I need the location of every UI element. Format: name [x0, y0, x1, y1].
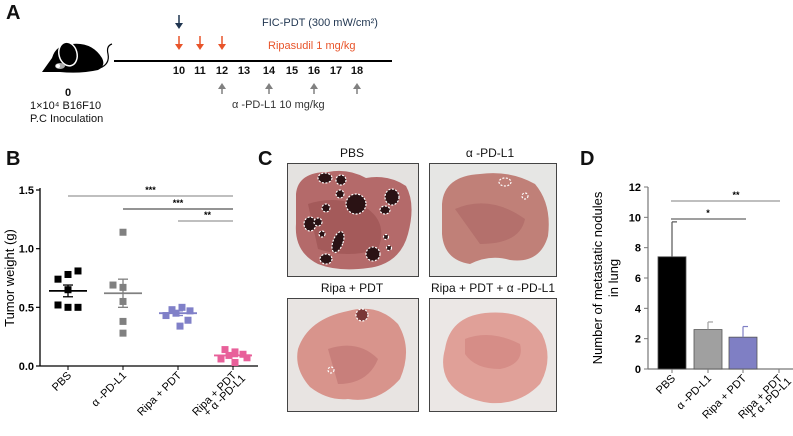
- significance-label: **: [204, 210, 212, 220]
- x-tick-label: PBS: [654, 373, 678, 397]
- x-tick-label: PBS: [50, 370, 74, 394]
- ripasudil-label: Ripasudil 1 mg/kg: [268, 40, 356, 52]
- ripasudil-arrow-icon: [218, 36, 226, 50]
- y-tick-label: 0: [635, 364, 641, 376]
- y-tick-label: 8: [635, 243, 641, 255]
- x-tick-label: Ripa + PDT: [135, 369, 184, 418]
- lung-photo-ripa-pdt: [287, 298, 419, 412]
- scatter-series: [159, 303, 197, 330]
- inoculation-line2: P.C Inoculation: [30, 113, 104, 125]
- bar: [693, 329, 723, 370]
- lung-photo-ripa-pdt-anti-pdl1: [429, 298, 557, 412]
- timeline-day: 18: [350, 65, 364, 77]
- y-tick-label: 12: [629, 182, 641, 194]
- scatter-series: [104, 228, 142, 337]
- mouse-icon: [42, 41, 113, 73]
- fic-pdt-arrow-icon: [175, 15, 183, 29]
- anti-pdl1-arrow-icon: [218, 83, 226, 94]
- timeline-axis: [114, 60, 392, 62]
- panel-label-c: C: [258, 148, 273, 170]
- significance-label: **: [732, 190, 740, 200]
- ripasudil-arrow-icon: [175, 36, 183, 50]
- x-tick-label: α -PD-L1: [89, 370, 129, 410]
- timeline-day: 13: [237, 65, 251, 77]
- photo-title-anti-pdl1: α -PD-L1: [465, 146, 515, 160]
- panel-label-b: B: [6, 148, 21, 170]
- anti-pdl1-arrow-icon: [353, 83, 361, 94]
- y-tick-label: 0.5: [19, 302, 34, 314]
- photo-title-pbs: PBS: [339, 146, 364, 160]
- y-tick-label: 10: [629, 212, 641, 224]
- bar: [728, 336, 758, 370]
- scatter-series: [214, 346, 252, 366]
- panel-label-a: A: [6, 2, 21, 24]
- timeline-arrows: [175, 15, 361, 94]
- significance-label: *: [706, 208, 710, 218]
- panel-label-d: D: [580, 148, 595, 170]
- timeline-day: 14: [262, 65, 276, 77]
- timeline-day: 10: [172, 65, 186, 77]
- photo-title-ripa-pdt-anti-pdl1: Ripa + PDT + α -PD-L1: [430, 281, 556, 295]
- anti-pdl1-arrow-icon: [265, 83, 273, 94]
- anti-pdl1-arrow-icon: [310, 83, 318, 94]
- ripasudil-arrow-icon: [196, 36, 204, 50]
- y-axis-label: Tumor weight (g): [2, 229, 17, 327]
- y-tick-label: 0.0: [19, 361, 34, 373]
- timeline-day: 17: [329, 65, 343, 77]
- photo-title-ripa-pdt: Ripa + PDT: [320, 281, 384, 295]
- y-tick-label: 6: [635, 273, 641, 285]
- y-axis-label: Number of metastatic nodules: [590, 191, 605, 364]
- bar: [657, 256, 687, 370]
- lung-photo-anti-pdl1: [429, 163, 557, 277]
- anti-pdl1-label: α -PD-L1 10 mg/kg: [232, 99, 325, 111]
- significance-label: ***: [173, 198, 184, 208]
- day-zero: 0: [64, 87, 72, 99]
- significance-label: ***: [145, 185, 156, 195]
- inoculation-line1: 1×10⁴ B16F10: [30, 100, 102, 112]
- fic-pdt-label: FIC-PDT (300 mW/cm²): [262, 17, 378, 29]
- timeline-day: 16: [307, 65, 321, 77]
- scatter-series: [49, 267, 87, 311]
- y-axis-label-line2: in lung: [606, 259, 621, 297]
- y-tick-label: 1.5: [19, 185, 34, 197]
- timeline-day: 15: [285, 65, 299, 77]
- y-tick-label: 4: [635, 303, 642, 315]
- timeline-day: 11: [194, 65, 206, 77]
- lung-photo-pbs: [287, 163, 419, 277]
- y-tick-label: 2: [635, 334, 641, 346]
- y-tick-label: 1.0: [19, 244, 34, 256]
- timeline-day: 12: [215, 65, 229, 77]
